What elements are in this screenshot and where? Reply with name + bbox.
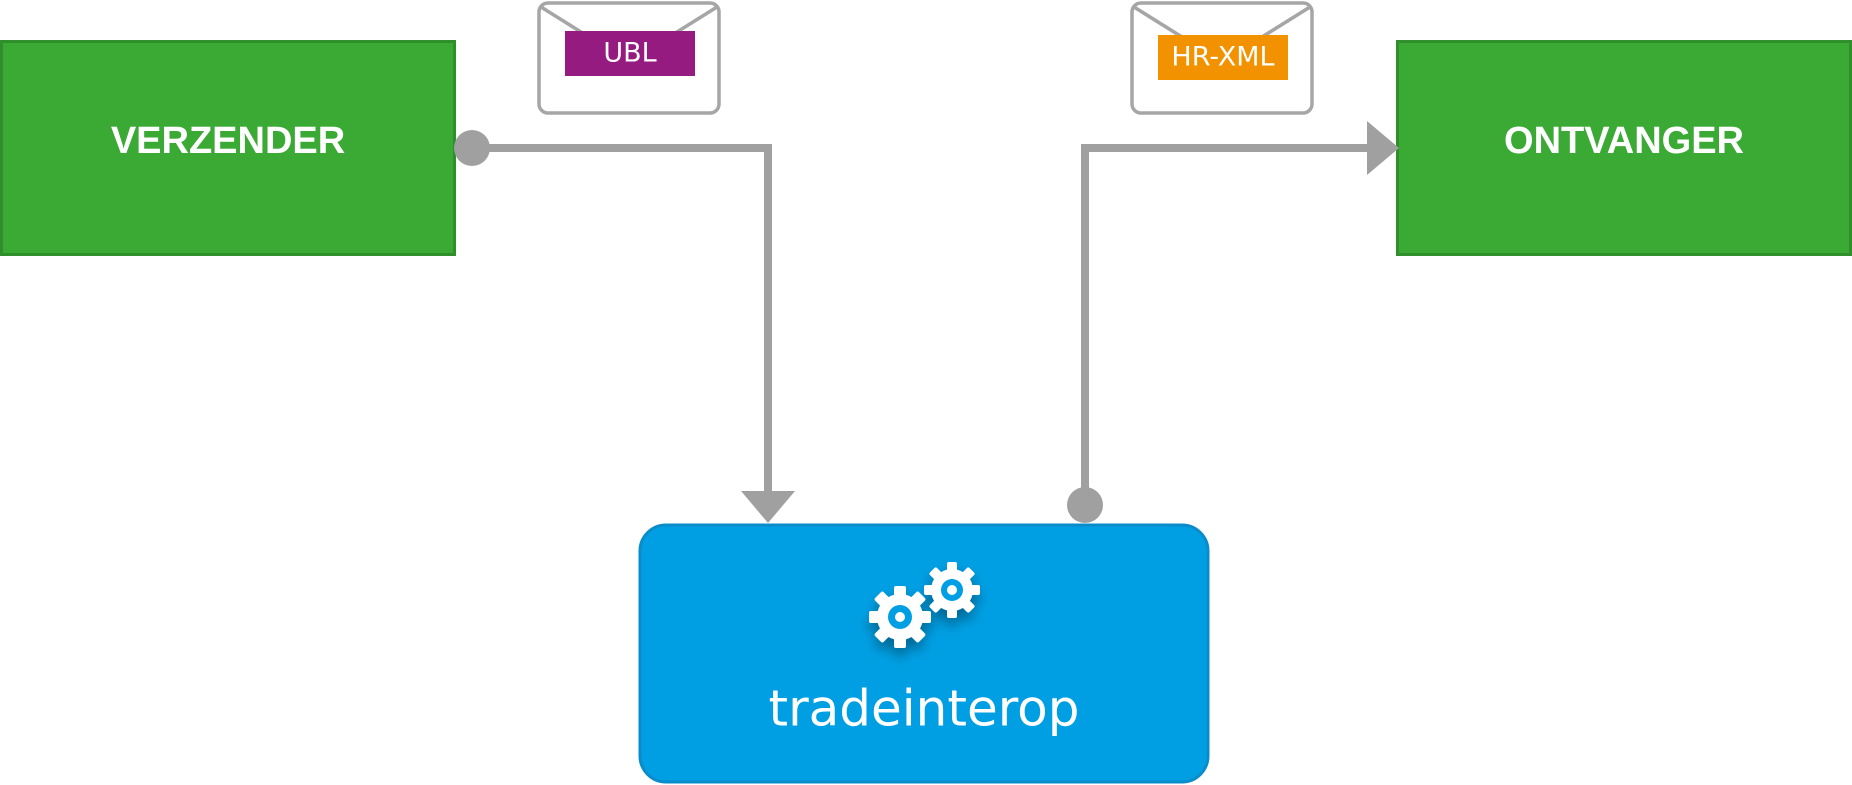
connector-hub-to-receiver [1067, 121, 1399, 523]
connector-arrowhead-out [1367, 121, 1399, 175]
connector-start-dot-out [1067, 487, 1103, 523]
sender-label: VERZENDER [111, 120, 345, 162]
hrxml-format-label: HR-XML [1171, 42, 1274, 73]
receiver-node: ONTVANGER [1396, 40, 1852, 256]
connector-start-dot-in [454, 130, 490, 166]
receiver-box [1396, 40, 1852, 256]
gears-icon [869, 562, 980, 648]
ubl-format-label: UBL [603, 38, 656, 69]
message-envelope-ubl: UBL [537, 1, 721, 115]
connector-sender-to-hub [454, 130, 795, 523]
sender-node: VERZENDER [0, 40, 456, 256]
sender-box [0, 40, 456, 256]
hrxml-format-tag [1158, 35, 1288, 80]
ubl-format-tag [565, 31, 695, 76]
connector-line-in [472, 144, 772, 495]
hub-node: tradeinterop [638, 523, 1210, 784]
hub-label: tradeinterop [768, 680, 1079, 738]
message-envelope-hrxml: HR-XML [1130, 1, 1314, 115]
gear-large-icon [869, 586, 931, 648]
hub-box [638, 523, 1210, 784]
gear-small-icon [924, 562, 980, 618]
receiver-label: ONTVANGER [1504, 120, 1744, 162]
connector-arrowhead-in [741, 491, 795, 523]
connector-line-out [1081, 144, 1372, 505]
